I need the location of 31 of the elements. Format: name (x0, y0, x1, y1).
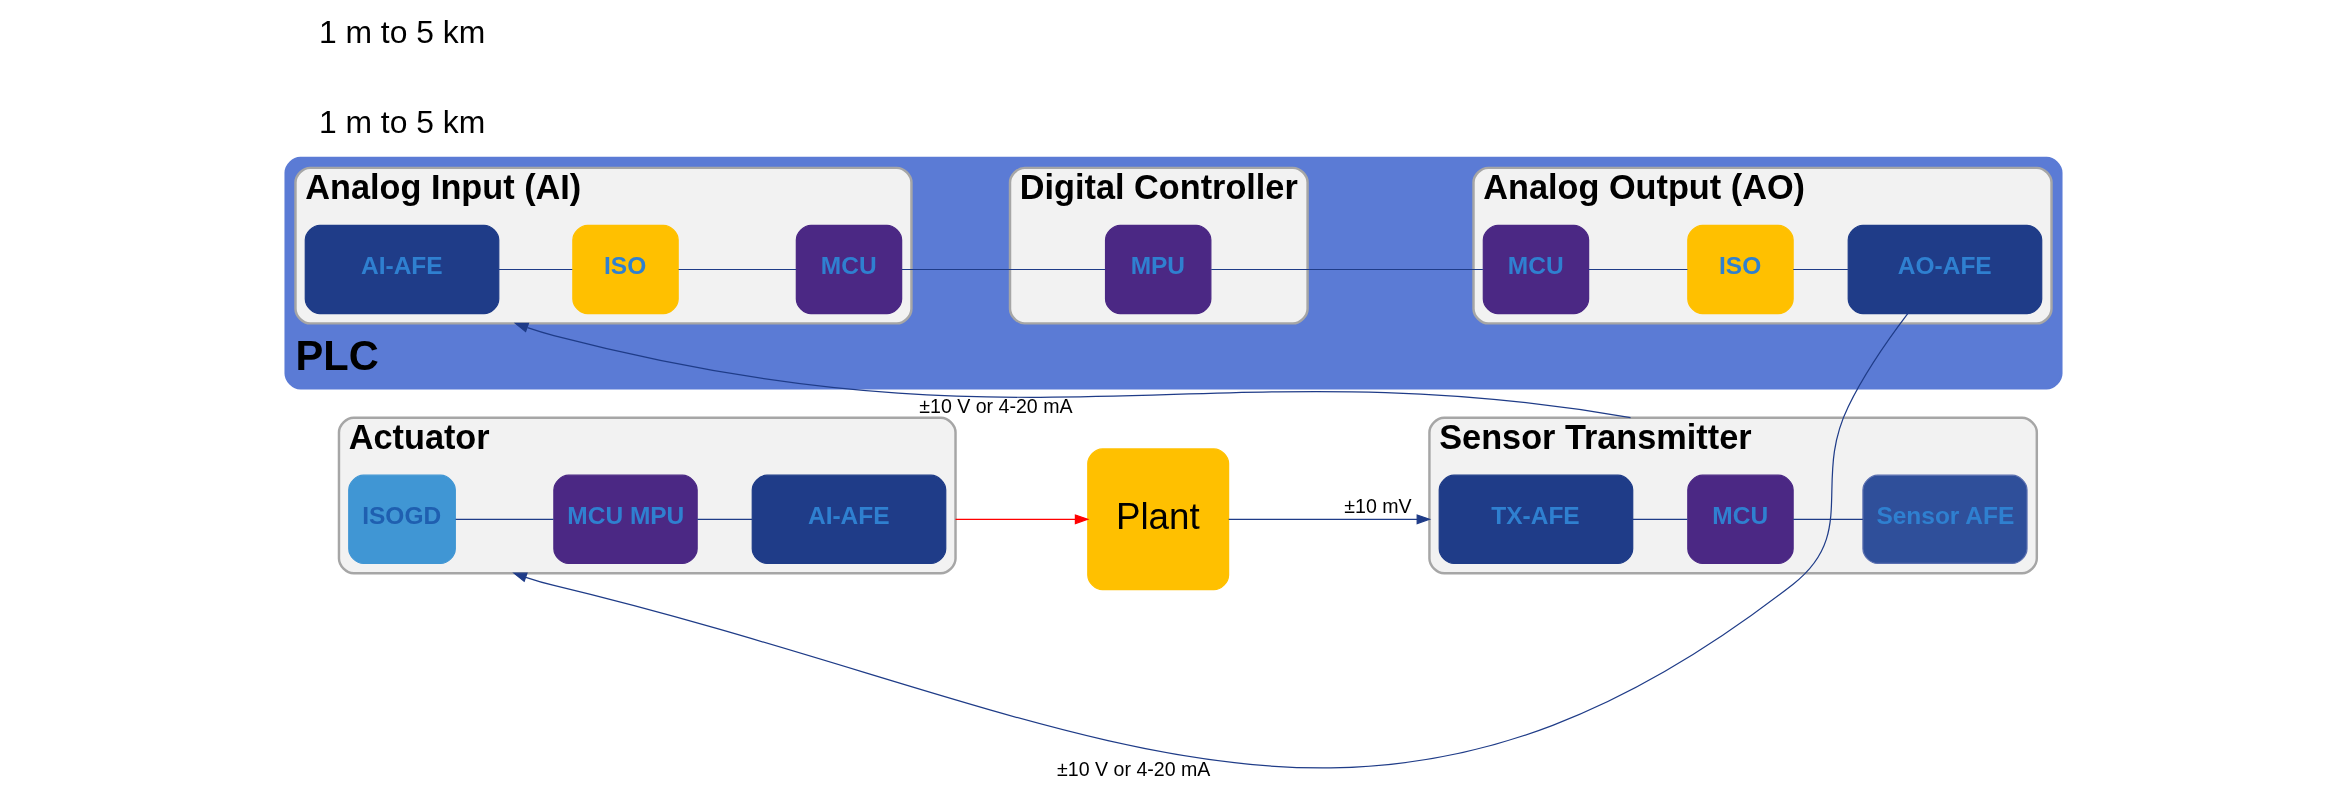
arrow (1227, 514, 1431, 525)
node-box: MCU (1686, 474, 1794, 564)
node-box: ISO (1686, 224, 1794, 315)
connector (1792, 268, 1849, 271)
node-box: Plant (1086, 448, 1229, 591)
connector (1587, 268, 1688, 271)
connector (497, 268, 573, 271)
connector (1792, 518, 1863, 520)
arrow (954, 514, 1089, 525)
connector (696, 518, 753, 520)
node-box: MCU (1482, 224, 1589, 315)
node-box: AO-AFE (1847, 224, 2042, 315)
edge-label: ±10 V or 4-20 mA (918, 394, 1073, 417)
connector (454, 518, 554, 520)
arrow (513, 322, 1631, 419)
node-box: AI-AFE (751, 474, 946, 564)
node-box: MCU (795, 224, 902, 315)
connector (1631, 518, 1688, 520)
connector (900, 268, 1106, 271)
connector (677, 268, 797, 271)
edge-label: ±10 V or 4-20 mA (1056, 757, 1210, 780)
node-box: TX-AFE (1438, 474, 1633, 564)
node-box: ISO (571, 224, 679, 315)
edge-label: ±10 mV (1343, 494, 1412, 517)
node-box: MPU (1104, 224, 1211, 315)
node-box: MCU MPU (552, 474, 698, 564)
label: 1 m to 5 km (318, 14, 485, 51)
connector (1210, 268, 1483, 271)
label: 1 m to 5 km (318, 103, 485, 140)
arrow (511, 313, 1908, 769)
node-box: AI-AFE (304, 224, 499, 315)
